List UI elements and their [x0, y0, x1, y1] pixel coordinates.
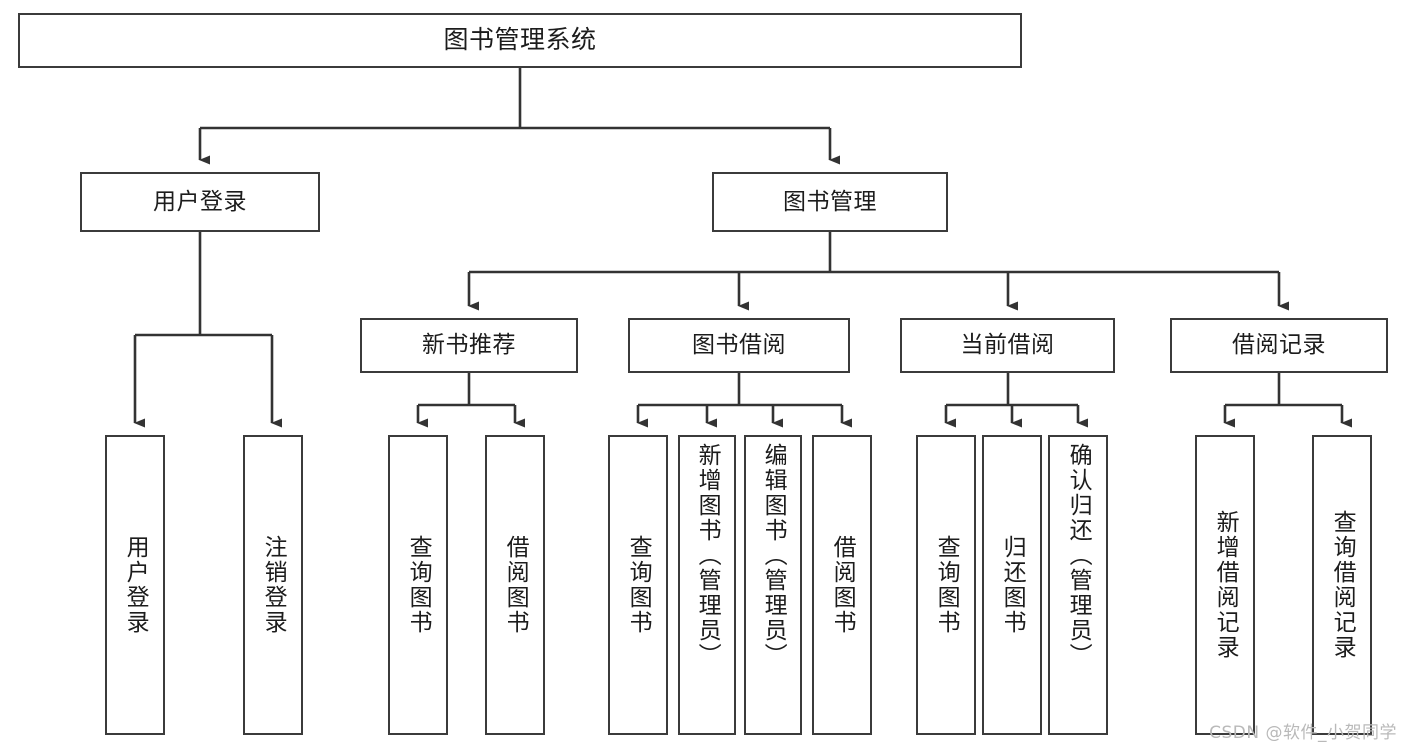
node-borrow-query-book-label: 查询图书 — [625, 535, 652, 635]
node-book-management[interactable]: 图书管理 — [712, 172, 948, 232]
node-current-query-book[interactable]: 查询图书 — [916, 435, 976, 735]
node-user-login-login[interactable]: 用户登录 — [105, 435, 165, 735]
node-recommend-borrow-book-label: 借阅图书 — [502, 535, 529, 635]
node-borrow-edit-book-label: 编辑图书（管理员） — [760, 443, 787, 668]
node-current-borrow[interactable]: 当前借阅 — [900, 318, 1115, 373]
node-user-login[interactable]: 用户登录 — [80, 172, 320, 232]
node-new-book-recommend-label: 新书推荐 — [422, 332, 516, 359]
node-current-confirm-return-label: 确认归还（管理员） — [1065, 443, 1092, 668]
node-new-book-recommend[interactable]: 新书推荐 — [360, 318, 578, 373]
node-current-return-book-label: 归还图书 — [999, 535, 1026, 635]
node-current-borrow-label: 当前借阅 — [960, 332, 1055, 359]
node-borrow-records-label: 借阅记录 — [1232, 332, 1326, 359]
node-borrow-records[interactable]: 借阅记录 — [1170, 318, 1388, 373]
node-user-login-login-label: 用户登录 — [122, 535, 149, 635]
node-records-add-record[interactable]: 新增借阅记录 — [1195, 435, 1255, 735]
node-user-login-label: 用户登录 — [153, 188, 247, 215]
node-records-query-record[interactable]: 查询借阅记录 — [1312, 435, 1372, 735]
node-current-query-book-label: 查询图书 — [933, 535, 960, 635]
node-current-confirm-return[interactable]: 确认归还（管理员） — [1048, 435, 1108, 735]
node-borrow-add-book-label: 新增图书（管理员） — [694, 443, 721, 668]
node-book-borrow-label: 图书借阅 — [692, 332, 786, 359]
node-book-management-label: 图书管理 — [783, 188, 877, 215]
node-root[interactable]: 图书管理系统 — [18, 13, 1022, 68]
node-borrow-edit-book[interactable]: 编辑图书（管理员） — [744, 435, 802, 735]
node-recommend-borrow-book[interactable]: 借阅图书 — [485, 435, 545, 735]
node-recommend-query-book-label: 查询图书 — [405, 535, 432, 635]
node-user-login-logout[interactable]: 注销登录 — [243, 435, 303, 735]
csdn-watermark: CSDN @软件_小贺同学 — [1209, 723, 1397, 743]
node-book-borrow[interactable]: 图书借阅 — [628, 318, 850, 373]
node-borrow-borrow-book-label: 借阅图书 — [829, 535, 856, 635]
node-user-login-logout-label: 注销登录 — [260, 535, 287, 635]
node-borrow-borrow-book[interactable]: 借阅图书 — [812, 435, 872, 735]
node-current-return-book[interactable]: 归还图书 — [982, 435, 1042, 735]
node-records-add-record-label: 新增借阅记录 — [1212, 510, 1239, 660]
node-records-query-record-label: 查询借阅记录 — [1329, 510, 1356, 660]
node-borrow-query-book[interactable]: 查询图书 — [608, 435, 668, 735]
node-recommend-query-book[interactable]: 查询图书 — [388, 435, 448, 735]
node-borrow-add-book[interactable]: 新增图书（管理员） — [678, 435, 736, 735]
node-root-label: 图书管理系统 — [443, 25, 597, 55]
